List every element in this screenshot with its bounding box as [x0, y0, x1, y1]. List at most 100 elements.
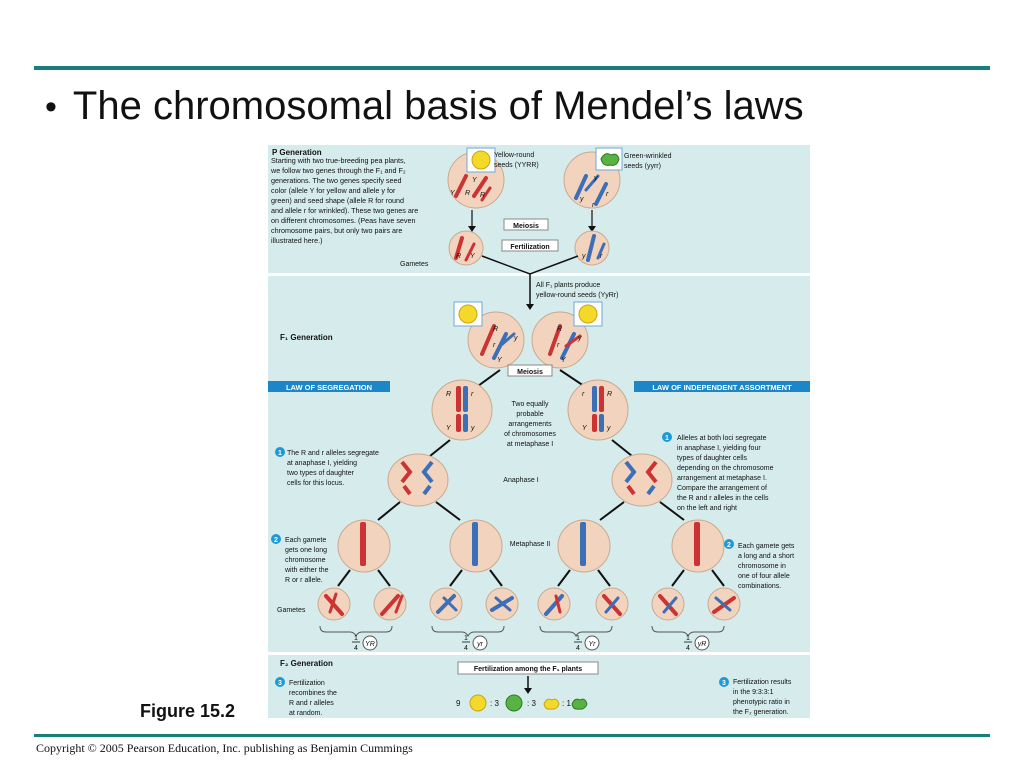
fertilization-among-box	[457, 661, 599, 675]
gamete-row	[317, 587, 741, 621]
step-badge	[719, 677, 729, 687]
chromosome-red	[645, 460, 658, 484]
top-divider-line	[34, 66, 990, 70]
step-badge	[275, 677, 285, 687]
step-text-line: Fertilization results	[733, 679, 792, 686]
parent-right-label: Green-wrinkled	[624, 153, 672, 160]
step-text-line: in the 9:3:3:1	[733, 689, 774, 696]
step-text-line: at random.	[289, 710, 323, 717]
step-text-line: Each gamete	[285, 537, 326, 544]
anaphase-i-cell-left	[387, 453, 449, 507]
fraction-numerator: 1	[686, 635, 690, 642]
arrow	[435, 501, 461, 521]
allele-label: y	[581, 253, 586, 260]
ratio-number: : 1	[562, 699, 571, 708]
metaphase-i-cell-left	[431, 379, 493, 441]
p-desc-line: color (allele Y for yellow and allele y …	[271, 186, 396, 195]
arrow	[449, 569, 463, 587]
step-text-line: phenotypic ratio in	[733, 699, 790, 706]
meiosis-box	[503, 218, 549, 231]
step-number: 2	[274, 537, 278, 544]
allele-label: y	[606, 425, 611, 432]
arrow	[377, 569, 391, 587]
step-text-line: chromosome in	[738, 563, 786, 570]
allele-label: r	[606, 191, 609, 198]
chromosome-blue	[544, 594, 564, 616]
figure-label: Figure 15.2	[140, 701, 236, 721]
chromosome-red	[454, 236, 464, 260]
fertilization-label: Fertilization	[510, 244, 549, 251]
chromosome-blue	[574, 174, 588, 200]
note-line: probable	[516, 411, 543, 418]
chromosome-red	[360, 522, 366, 566]
step-text-line: the R and r alleles in the cells	[677, 495, 769, 502]
genotype-badge	[472, 635, 488, 651]
allele-label: Y	[470, 253, 476, 260]
ratio-number: 9	[456, 699, 461, 708]
f1-note: yellow-round seeds (YyRr)	[536, 292, 618, 299]
allele-label: y	[579, 196, 584, 203]
arrow	[559, 369, 585, 387]
p-desc-line: green) and seed shape (allele R for roun…	[271, 196, 404, 205]
chromosome-blue	[436, 594, 456, 614]
slide-title-row: • The chromosomal basis of Mendel’s laws	[45, 84, 804, 129]
metaphase-note: Two equally probable arrangements of chr…	[504, 401, 556, 448]
step-text-line: with either the	[284, 567, 329, 574]
p-generation-panel	[268, 145, 810, 273]
allele-label: R	[456, 253, 461, 260]
chromosome-red	[564, 334, 582, 348]
yellow-round-seed-icon	[469, 694, 487, 712]
yellow-wrinkled-seed-icon	[543, 698, 560, 710]
p-desc-line: generations. The two genes specify seed	[271, 176, 402, 185]
allele-label: Y	[450, 190, 456, 197]
allele-label: y	[577, 335, 582, 342]
arrow	[599, 501, 625, 521]
chromosome-blue	[494, 596, 512, 612]
parent-left-label: seeds (YYRR)	[494, 162, 539, 169]
phenotypic-ratio-row: 9 : 3 : 3 : 1	[456, 694, 588, 712]
step-badge	[724, 539, 734, 549]
green-wrinkled-seed-icon	[571, 698, 588, 710]
chromosome-red	[402, 484, 412, 496]
note-line: at metaphase I	[507, 441, 553, 448]
chromosome-red	[472, 176, 488, 198]
note-line: Two equally	[512, 401, 549, 408]
allele-label: r	[592, 202, 595, 209]
chromosome-blue	[472, 522, 478, 566]
fraction-denominator: 4	[464, 645, 468, 652]
bottom-divider-line	[34, 734, 990, 737]
step-badge	[275, 447, 285, 457]
step-number: 2	[727, 542, 731, 549]
chromosome-red	[658, 594, 678, 616]
chromosome-blue	[596, 242, 606, 260]
green-wrinkled-seed-icon	[600, 153, 620, 166]
chromosome-red	[400, 460, 413, 484]
step-text-line: R and r alleles	[289, 700, 334, 707]
chromosome-red	[626, 484, 636, 496]
arrowhead	[524, 688, 532, 694]
bracket	[651, 625, 725, 638]
step-number: 1	[665, 435, 669, 442]
chromosome-blue	[463, 414, 468, 432]
chromosome-blue	[463, 386, 468, 412]
allele-label: r	[582, 391, 585, 398]
parent-left-label: Yellow-round	[494, 152, 534, 159]
genotype-badge	[362, 635, 378, 651]
step-number: 1	[278, 450, 282, 457]
arrowhead	[468, 226, 476, 232]
meiosis-label: Meiosis	[517, 369, 543, 376]
fraction-denominator: 4	[354, 645, 358, 652]
chromosome-blue	[584, 174, 600, 192]
allele-label: Y	[446, 425, 452, 432]
chromosome-red	[454, 174, 468, 198]
chromosome-red	[548, 324, 562, 356]
bracket	[431, 625, 505, 638]
step-text-line: on the left and right	[677, 505, 737, 512]
step2-left-text: Each gamete gets one long chromosome wit…	[284, 537, 329, 584]
chromosome-blue	[421, 460, 434, 484]
allele-label: r	[600, 253, 603, 260]
chromosome-red	[328, 592, 338, 614]
law-of-segregation-label: LAW OF SEGREGATION	[286, 383, 372, 392]
step-text-line: depending on the chromosome	[677, 465, 774, 472]
allele-label: r	[557, 342, 560, 349]
